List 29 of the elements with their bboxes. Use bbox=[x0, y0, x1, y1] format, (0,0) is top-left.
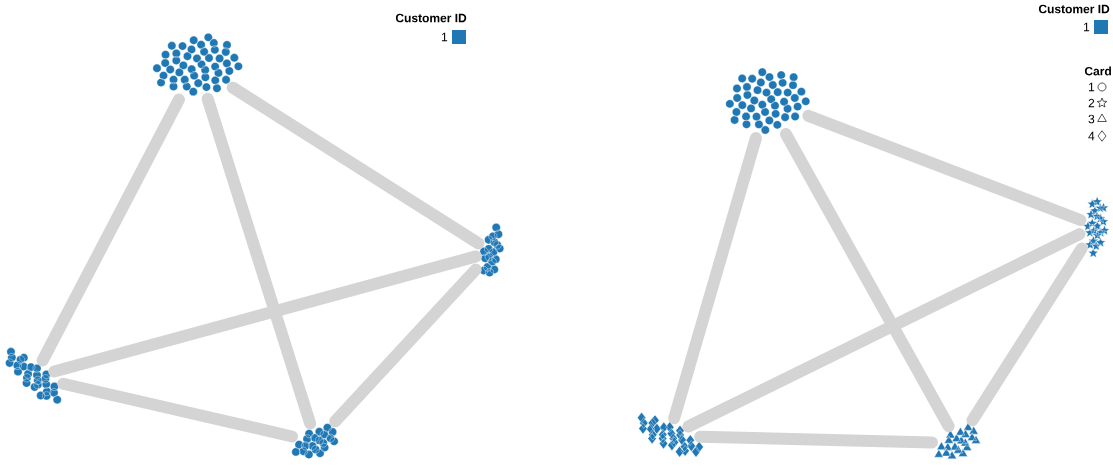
dot-cluster bbox=[152, 32, 243, 97]
dot-cluster bbox=[1082, 196, 1110, 258]
legend-label: 4 bbox=[1088, 131, 1095, 141]
legend-title: Card bbox=[1084, 66, 1111, 76]
line-bundle bbox=[780, 128, 955, 433]
dot-cluster bbox=[637, 412, 704, 458]
dot-cluster bbox=[725, 67, 811, 135]
line-bundle bbox=[226, 81, 485, 250]
line-bundle bbox=[48, 250, 482, 378]
legend-label: 3 bbox=[1088, 114, 1095, 124]
line-bundle bbox=[966, 242, 1088, 427]
line-bundle bbox=[36, 93, 185, 367]
legend-title: Customer ID bbox=[395, 13, 467, 23]
line-bundle bbox=[802, 109, 1087, 226]
legend-label: 1 bbox=[442, 32, 448, 42]
line-bundle bbox=[201, 92, 317, 430]
dot-cluster bbox=[934, 422, 981, 459]
line-bundle bbox=[682, 228, 1086, 433]
legend-title: Customer ID bbox=[1038, 4, 1110, 14]
legend-label: 2 bbox=[1088, 98, 1095, 108]
line-bundle bbox=[329, 263, 482, 428]
dot-cluster bbox=[291, 423, 339, 459]
dot-cluster bbox=[5, 347, 62, 405]
line-bundle bbox=[57, 377, 299, 443]
legend-label: 1 bbox=[1089, 82, 1095, 92]
line-bundle bbox=[694, 430, 938, 449]
line-bundle bbox=[668, 132, 762, 425]
legend-label: 1 bbox=[1084, 22, 1090, 32]
dot-cluster bbox=[479, 223, 505, 277]
